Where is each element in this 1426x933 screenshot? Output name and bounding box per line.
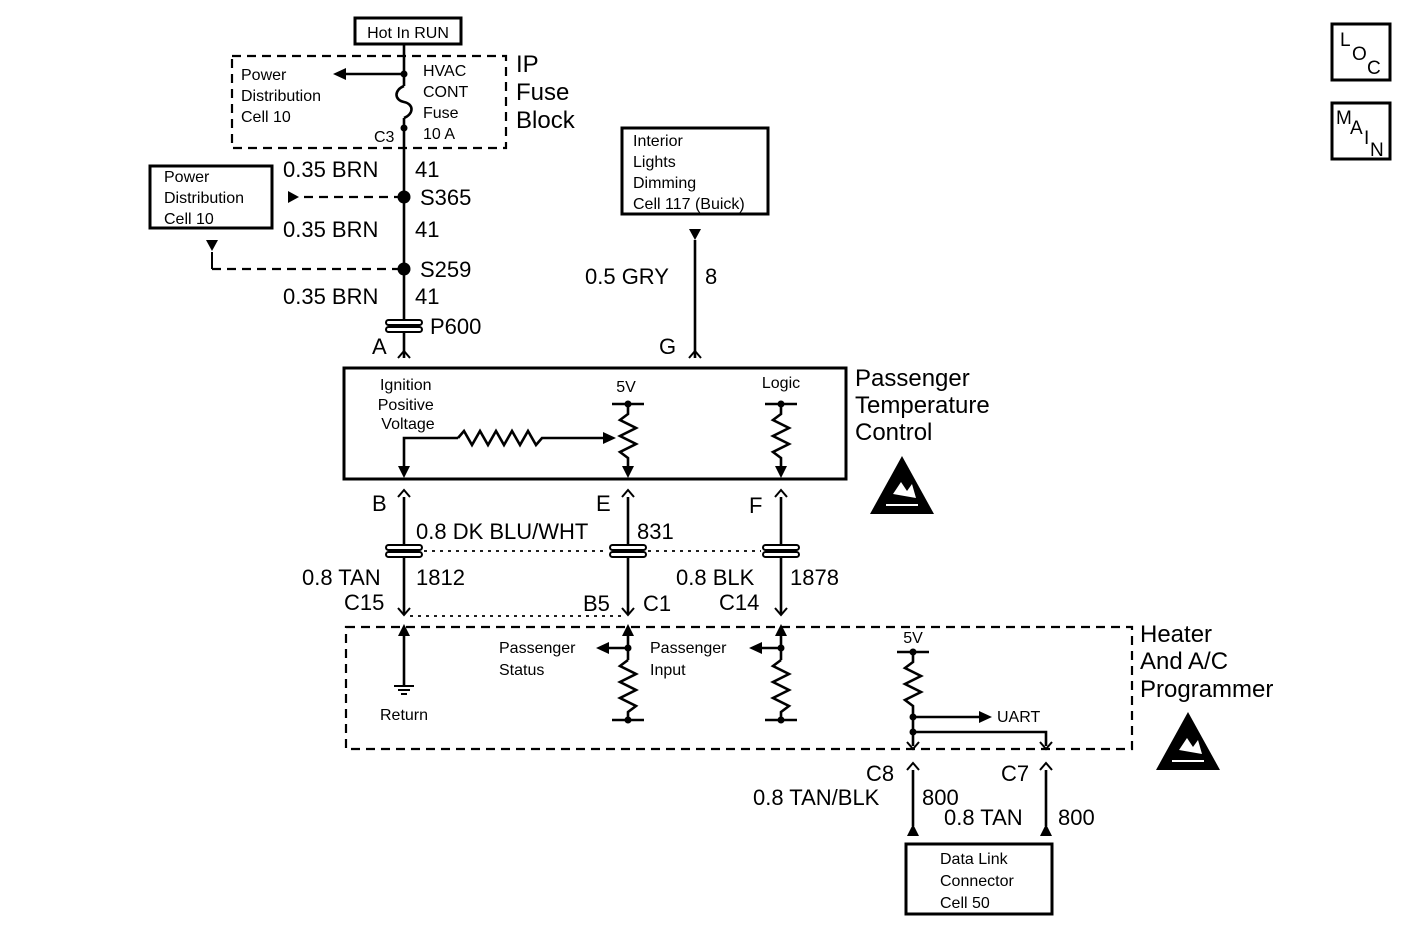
esd-sensitive-icon-hac bbox=[1156, 712, 1220, 770]
main-letter-i: I bbox=[1364, 128, 1369, 149]
main-letter-m: M bbox=[1336, 108, 1352, 129]
pin-b: B bbox=[372, 491, 387, 516]
tan2-circuit: 800 bbox=[1058, 805, 1095, 830]
dlc-label: Data Link Connector Cell 50 bbox=[940, 851, 1018, 912]
tanblk-circuit: 800 bbox=[922, 785, 959, 810]
main-letter-n: N bbox=[1370, 140, 1384, 161]
passenger-input-label: Passenger Input bbox=[650, 640, 731, 679]
c3-label: C3 bbox=[374, 129, 395, 146]
pin-c1: C1 bbox=[643, 591, 671, 616]
pin-f: F bbox=[749, 493, 762, 518]
gry-color: 0.5 GRY bbox=[585, 264, 669, 289]
heater-ac-programmer-box bbox=[344, 625, 1134, 751]
s259-label: S259 bbox=[420, 257, 471, 282]
return-label: Return bbox=[380, 707, 428, 724]
esd-sensitive-icon-ptc bbox=[870, 456, 934, 514]
main-button[interactable]: M A I N bbox=[1330, 101, 1392, 161]
wire1-color: 0.35 BRN bbox=[283, 157, 378, 182]
uart-label: UART bbox=[997, 709, 1040, 726]
tanblk-color: 0.8 TAN/BLK bbox=[753, 785, 880, 810]
splice-s259 bbox=[397, 262, 411, 276]
ptc-5v-label: 5V bbox=[616, 379, 636, 396]
wire3-color: 0.35 BRN bbox=[283, 284, 378, 309]
loc-letter-c: C bbox=[1367, 58, 1381, 79]
gry-circuit: 8 bbox=[705, 264, 717, 289]
ignition-label: Ignition Positive Voltage bbox=[378, 377, 438, 433]
hot-in-run-label: Hot In RUN bbox=[367, 25, 449, 42]
pin-e: E bbox=[596, 491, 611, 516]
ip-fuse-block-label: IP Fuse Block bbox=[516, 51, 576, 134]
loc-letter-o: O bbox=[1352, 44, 1367, 65]
ip-fuse-block-box bbox=[230, 54, 508, 150]
hac-5v-label: 5V bbox=[903, 630, 923, 647]
splice-s365 bbox=[397, 190, 411, 204]
main-letter-a: A bbox=[1350, 118, 1363, 139]
tan-color: 0.8 TAN bbox=[302, 565, 381, 590]
pd-cell-left-label: Power Distribution Cell 10 bbox=[164, 169, 248, 228]
hac-label: Heater And A/C Programmer bbox=[1140, 621, 1273, 703]
pin-c14: C14 bbox=[719, 590, 759, 615]
hvac-fuse-label: HVAC CONT Fuse 10 A bbox=[423, 63, 473, 143]
p600-label: P600 bbox=[430, 314, 481, 339]
wire3-circuit: 41 bbox=[415, 284, 439, 309]
blk-circuit: 1878 bbox=[790, 565, 839, 590]
wire2-circuit: 41 bbox=[415, 217, 439, 242]
blu-circuit: 831 bbox=[637, 519, 674, 544]
hot-in-run-box bbox=[353, 16, 463, 46]
pin-b5: B5 bbox=[583, 591, 610, 616]
pd-cell-top-label: Power Distribution Cell 10 bbox=[241, 67, 325, 126]
tan-circuit: 1812 bbox=[416, 565, 465, 590]
passenger-status-label: Passenger Status bbox=[499, 640, 580, 679]
s365-label: S365 bbox=[420, 185, 471, 210]
logic-label: Logic bbox=[762, 375, 800, 392]
passenger-temp-control-box bbox=[342, 366, 848, 481]
p600-connector bbox=[385, 319, 423, 326]
tan2-color: 0.8 TAN bbox=[944, 805, 1023, 830]
ptc-label: Passenger Temperature Control bbox=[855, 365, 996, 446]
data-link-connector-box bbox=[904, 842, 1054, 916]
pin-g: G bbox=[659, 334, 676, 359]
loc-button[interactable]: L O C bbox=[1330, 22, 1392, 82]
pin-c8: C8 bbox=[866, 761, 894, 786]
pin-a: A bbox=[372, 334, 387, 359]
wire1-circuit: 41 bbox=[415, 157, 439, 182]
blu-color: 0.8 DK BLU/WHT bbox=[416, 519, 588, 544]
interior-lights-box bbox=[620, 126, 770, 216]
pin-c7: C7 bbox=[1001, 761, 1029, 786]
wire2-color: 0.35 BRN bbox=[283, 217, 378, 242]
loc-letter-l: L bbox=[1340, 30, 1351, 51]
blk-color: 0.8 BLK bbox=[676, 565, 755, 590]
pd-cell-left-box bbox=[148, 164, 274, 230]
pin-c15: C15 bbox=[344, 590, 384, 615]
interior-lights-label: Interior Lights Dimming Cell 117 (Buick) bbox=[633, 133, 745, 213]
